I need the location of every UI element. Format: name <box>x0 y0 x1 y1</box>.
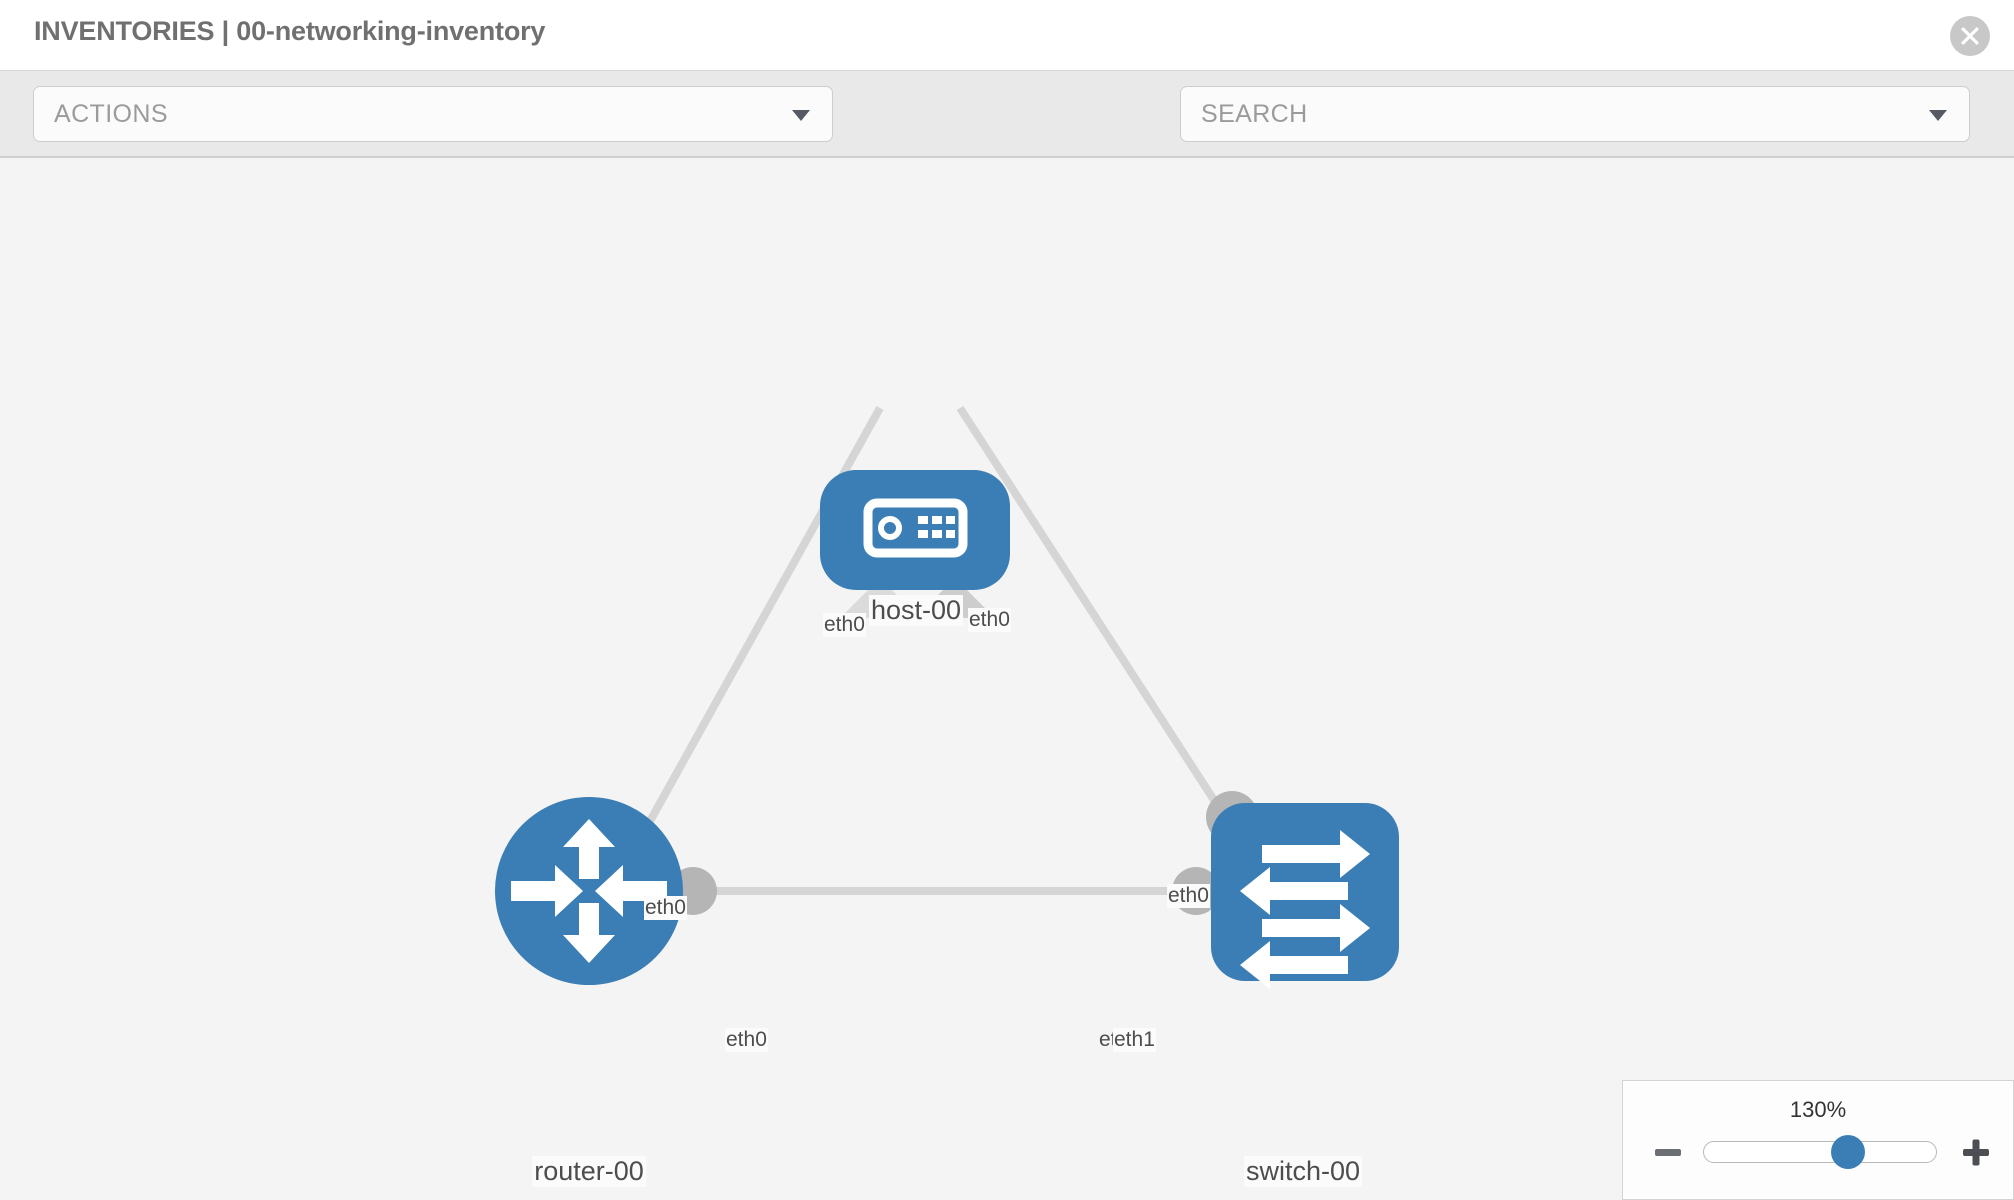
topology-canvas[interactable]: host-00 router-00 switch-00 eth0 eth0 et… <box>0 158 2014 1200</box>
chevron-down-icon <box>1929 110 1947 121</box>
topology-graph[interactable] <box>0 158 2014 1200</box>
node-label-router: router-00 <box>532 1156 646 1187</box>
chevron-down-icon <box>792 110 810 121</box>
iface-label-host-right: eth0 <box>968 608 1011 632</box>
search-placeholder: SEARCH <box>1201 100 1308 128</box>
zoom-in-button[interactable] <box>1959 1135 1993 1169</box>
zoom-level-value: 130% <box>1789 1097 1847 1122</box>
page-header: INVENTORIES | 00-networking-inventory <box>0 0 2014 70</box>
node-label-host: host-00 <box>868 595 964 626</box>
zoom-control-panel: 130% <box>1622 1080 2014 1200</box>
zoom-out-button[interactable] <box>1651 1135 1685 1169</box>
iface-label-host-left: eth0 <box>823 613 866 637</box>
iface-label-switch-west: eth1 <box>1113 1028 1156 1052</box>
close-icon[interactable] <box>1950 16 1990 56</box>
iface-label-router-east: eth0 <box>725 1028 768 1052</box>
page-title: INVENTORIES | 00-networking-inventory <box>34 16 546 46</box>
node-router-00[interactable] <box>495 797 683 985</box>
link-host-switch[interactable] <box>956 405 1249 851</box>
node-label-switch: switch-00 <box>1243 1156 1363 1187</box>
actions-dropdown-label: ACTIONS <box>54 100 168 128</box>
node-switch-00[interactable] <box>1211 803 1399 989</box>
toolbar: ACTIONS SEARCH <box>0 70 2014 207</box>
search-input[interactable]: SEARCH <box>1180 86 1970 142</box>
actions-dropdown[interactable]: ACTIONS <box>33 86 833 142</box>
iface-label-switch-uplink: eth0 <box>1167 884 1210 908</box>
iface-label-router-uplink: eth0 <box>644 896 687 920</box>
zoom-slider-track[interactable] <box>1703 1135 1937 1169</box>
zoom-slider-thumb[interactable] <box>1830 1135 1865 1169</box>
node-host-00[interactable] <box>820 470 1010 590</box>
